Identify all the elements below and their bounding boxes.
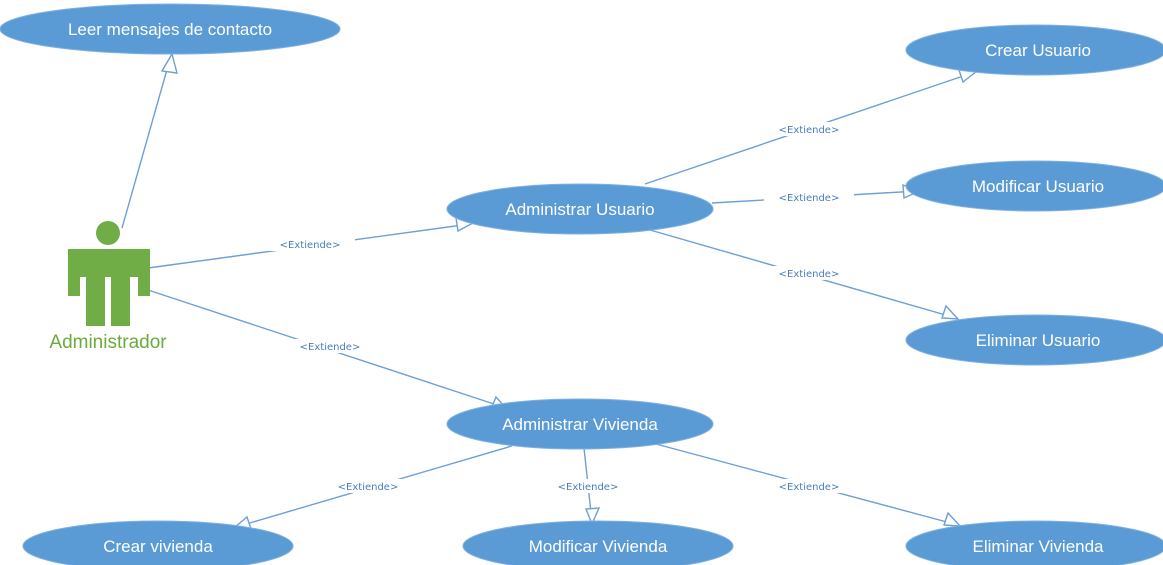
label-usuario-crear: <Extiende> xyxy=(779,125,840,136)
label-vivienda-eliminar: <Extiende> xyxy=(779,482,840,493)
use-case-crear-vivienda-label: Crear vivienda xyxy=(103,537,213,556)
use-case-administrar-vivienda[interactable]: Administrar Vivienda xyxy=(446,398,714,450)
use-case-modificar-usuario-label: Modificar Usuario xyxy=(972,177,1104,196)
arrowhead-modificar-vivienda xyxy=(584,507,601,526)
use-case-eliminar-usuario-label: Eliminar Usuario xyxy=(976,331,1101,350)
use-case-crear-usuario-label: Crear Usuario xyxy=(985,41,1091,60)
label-actor-administrar-vivienda: <Extiende> xyxy=(300,342,361,353)
use-case-modificar-usuario[interactable]: Modificar Usuario xyxy=(905,160,1163,212)
use-case-administrar-usuario-label: Administrar Usuario xyxy=(505,200,654,219)
arrowhead-eliminar-vivienda xyxy=(943,511,962,527)
association-leer-mensajes xyxy=(121,58,171,229)
use-case-administrar-usuario[interactable]: Administrar Usuario xyxy=(446,183,714,235)
use-case-eliminar-vivienda[interactable]: Eliminar Vivienda xyxy=(905,520,1163,565)
label-actor-administrar-usuario: <Extiende> xyxy=(280,240,341,251)
use-case-modificar-vivienda[interactable]: Modificar Vivienda xyxy=(462,520,734,565)
stereotype-labels: <Extiende> <Extiende> <Extiende> <Extien… xyxy=(265,122,854,493)
use-case-crear-vivienda[interactable]: Crear vivienda xyxy=(22,520,294,565)
actor-label: Administrador xyxy=(49,332,167,353)
use-case-leer-mensajes[interactable]: Leer mensajes de contacto xyxy=(0,3,341,55)
label-vivienda-crear: <Extiende> xyxy=(338,482,399,493)
label-usuario-modificar: <Extiende> xyxy=(779,193,840,204)
use-case-administrar-vivienda-label: Administrar Vivienda xyxy=(502,415,658,434)
use-case-eliminar-vivienda-label: Eliminar Vivienda xyxy=(972,537,1104,556)
use-case-eliminar-usuario[interactable]: Eliminar Usuario xyxy=(905,314,1163,366)
label-usuario-eliminar: <Extiende> xyxy=(779,269,840,280)
use-case-leer-mensajes-label: Leer mensajes de contacto xyxy=(68,20,272,39)
actor-administrador[interactable]: Administrador xyxy=(49,221,167,353)
use-case-crear-usuario[interactable]: Crear Usuario xyxy=(905,24,1163,76)
person-icon xyxy=(68,221,150,326)
label-vivienda-modificar: <Extiende> xyxy=(558,482,619,493)
use-case-modificar-vivienda-label: Modificar Vivienda xyxy=(529,537,668,556)
arrowhead-leer-mensajes xyxy=(160,52,178,74)
arrowhead-eliminar-usuario xyxy=(941,304,960,320)
